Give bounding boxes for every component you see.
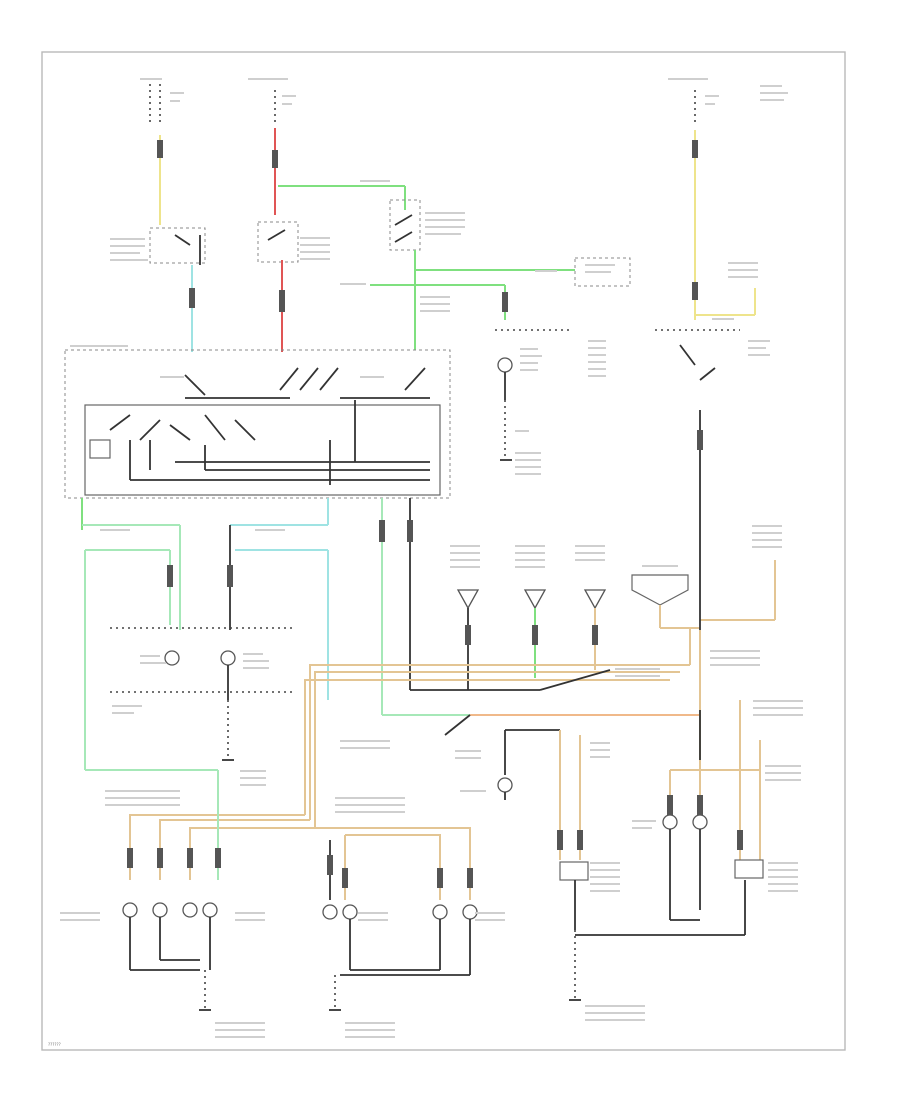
hot-at-all-times-feed-right xyxy=(692,90,698,320)
page-id-label: ?????? xyxy=(48,1042,61,1047)
license-lamp xyxy=(497,729,560,800)
stop-lamp-switch xyxy=(149,227,206,265)
trailer-connector xyxy=(631,574,700,629)
label-marks xyxy=(60,78,803,1038)
middle-lamp-3 xyxy=(583,589,607,670)
tan-harness xyxy=(304,664,690,828)
hot-at-all-times-feed-left xyxy=(272,90,406,215)
front-lamp-left xyxy=(164,650,180,666)
middle-lamp-2 xyxy=(523,589,547,678)
turn-signal-switch xyxy=(257,221,299,263)
right-fuse-feed xyxy=(689,410,776,665)
upper-lamp xyxy=(495,329,570,460)
center-rear-harness xyxy=(315,827,478,1010)
diagram-frame xyxy=(41,51,846,1051)
front-lamp-right xyxy=(220,650,236,760)
light-switch-right xyxy=(655,288,756,381)
battery-feed xyxy=(149,78,163,225)
multifunction-switch xyxy=(64,349,451,499)
middle-lamp-1 xyxy=(456,589,480,690)
right-rear-harness xyxy=(557,630,764,1000)
hazard-switch xyxy=(389,199,421,251)
ground-markers xyxy=(199,459,581,1011)
left-rear-harness xyxy=(85,769,315,1010)
flasher-relay xyxy=(414,250,631,287)
